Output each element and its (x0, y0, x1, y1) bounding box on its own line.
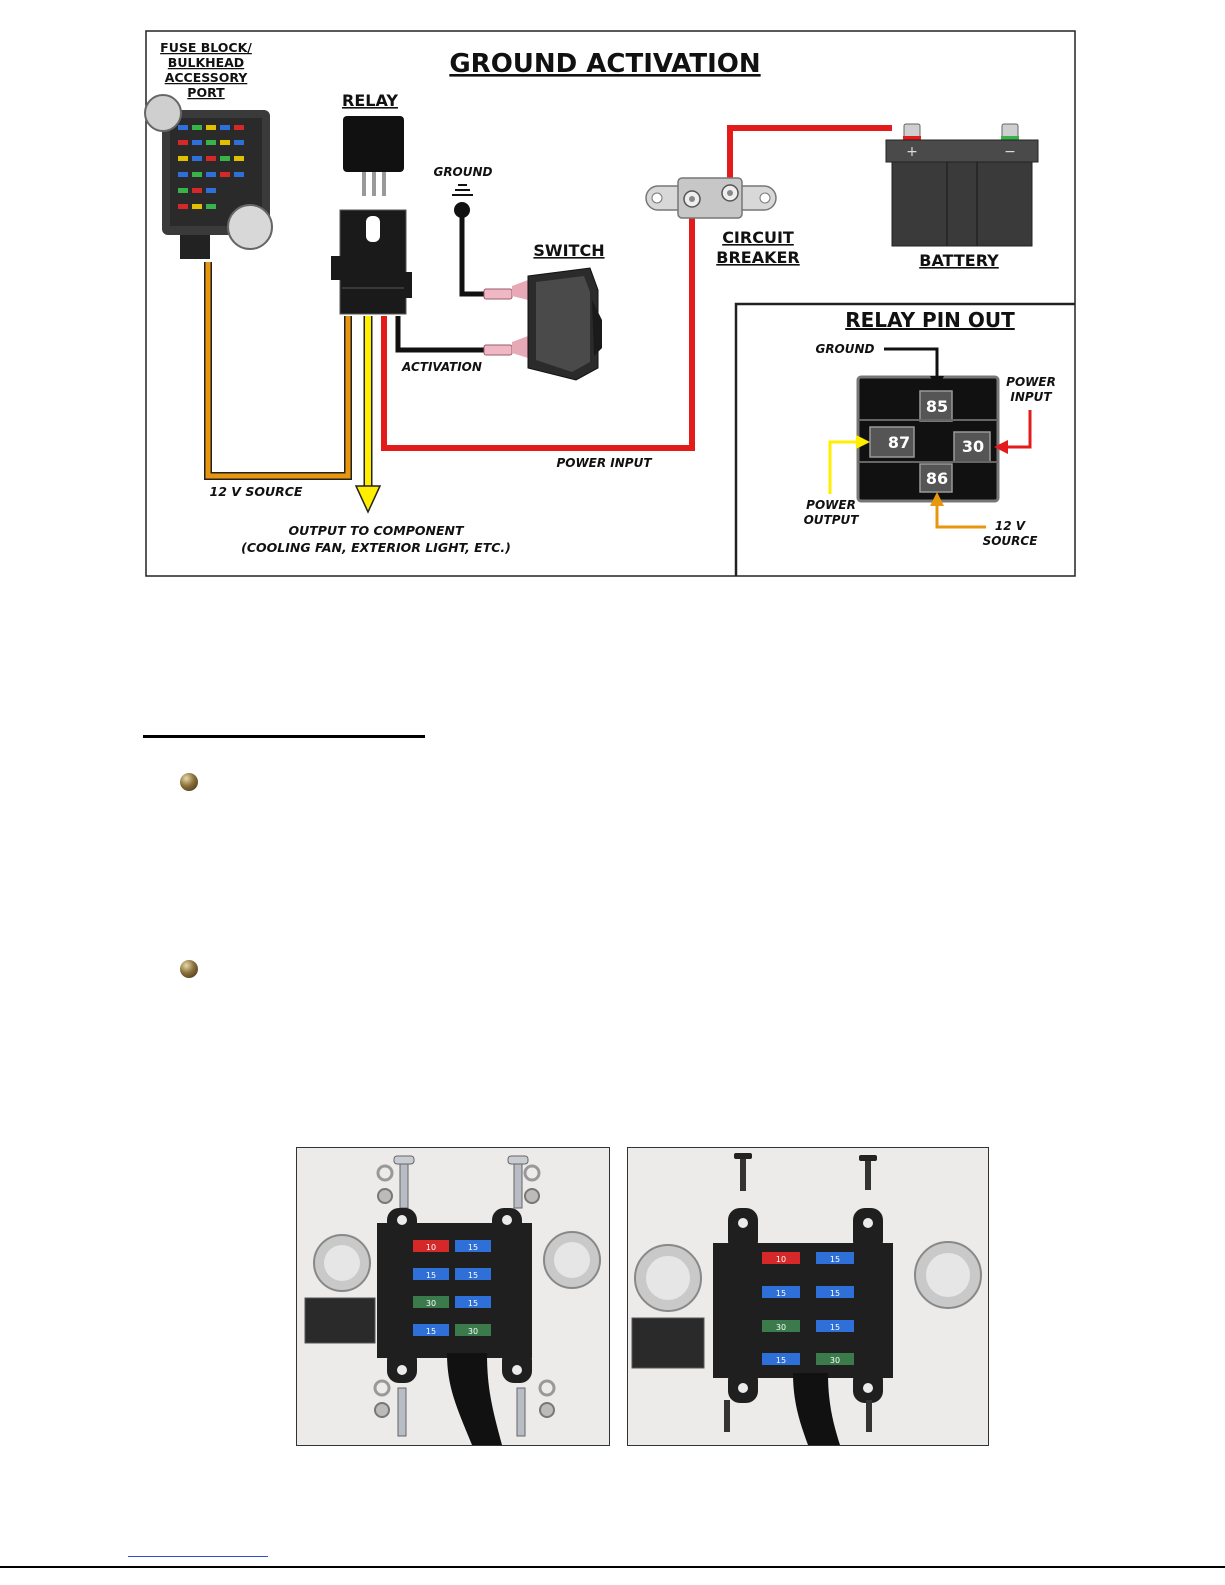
ground-label: GROUND (433, 165, 492, 179)
source-arrow (935, 504, 986, 529)
fuse-value: 15 (426, 1327, 436, 1336)
fuse-value: 30 (830, 1356, 840, 1365)
fuse-value: 15 (776, 1356, 786, 1365)
bullet-icon (180, 773, 198, 791)
orange-wire (205, 262, 351, 479)
black-wire-activation (395, 316, 486, 353)
battery-minus: − (1004, 144, 1016, 160)
fuse-block-label: FUSE BLOCK/ (160, 40, 252, 55)
red-wire (381, 212, 695, 451)
switch-label: SWITCH (533, 241, 604, 260)
fuse-block-label: ACCESSORY (165, 70, 249, 85)
pinout-frame (734, 302, 1075, 576)
source-label: 12 V SOURCE (210, 484, 303, 499)
circuit-breaker-icon (645, 177, 777, 219)
photo-fuse-block-bolts: 10 15 15 15 30 15 15 30 (296, 1147, 610, 1446)
battery-plus: + (906, 144, 918, 160)
ground-symbol-icon (452, 184, 473, 218)
fuse-value: 15 (830, 1255, 840, 1264)
battery-label: BATTERY (919, 251, 999, 270)
fuse-block-photo-icon: 10 15 15 15 30 15 15 30 (297, 1148, 609, 1445)
fuse-value: 15 (468, 1271, 478, 1280)
fuse-block-photo-icon: 10 15 15 15 30 15 15 30 (628, 1148, 988, 1445)
power-output-arrow (828, 440, 858, 494)
output-label: (COOLING FAN, EXTERIOR LIGHT, ETC.) (241, 540, 511, 555)
output-label: OUTPUT TO COMPONENT (288, 523, 464, 538)
fuse-block-icon (144, 94, 273, 259)
fuse-value: 30 (426, 1299, 436, 1308)
red-wire-battery (727, 125, 892, 185)
footer-link-underline (128, 1556, 268, 1557)
relay-socket-icon (856, 375, 1000, 503)
output-arrow (354, 485, 382, 514)
pinout-ground-label: GROUND (815, 342, 874, 356)
power-input-arrow (1006, 410, 1032, 449)
fuse-value: 15 (468, 1299, 478, 1308)
pin-label: 30 (962, 437, 984, 456)
bullet-icon (180, 960, 198, 978)
fuse-value: 15 (830, 1323, 840, 1332)
black-wire-ground (459, 215, 486, 297)
section-heading-underline (143, 735, 425, 738)
activation-label: ACTIVATION (401, 360, 482, 374)
fuse-value: 30 (776, 1323, 786, 1332)
footer-rule (0, 1566, 1225, 1568)
power-input-label: POWER INPUT (556, 456, 652, 470)
fuse-value: 15 (776, 1289, 786, 1298)
fuse-value: 10 (776, 1255, 786, 1264)
fuse-value: 15 (468, 1243, 478, 1252)
ground-arrow (884, 347, 939, 378)
fuse-value: 15 (426, 1271, 436, 1280)
circuit-breaker-label: BREAKER (716, 248, 799, 267)
pin-label: 86 (926, 469, 948, 488)
fuse-block-label: BULKHEAD (168, 55, 244, 70)
fuse-value: 15 (830, 1289, 840, 1298)
pinout-source-label: SOURCE (983, 534, 1039, 548)
pinout-source-label: 12 V (995, 519, 1027, 533)
pin-label: 87 (888, 433, 910, 452)
fuse-block-label: PORT (187, 85, 225, 100)
pinout-power-output-label: OUTPUT (804, 513, 860, 527)
diagram-title: GROUND ACTIVATION (449, 49, 760, 79)
battery-icon: + − (885, 123, 1039, 247)
pinout-title: RELAY PIN OUT (845, 308, 1015, 332)
fuse-value: 30 (468, 1327, 478, 1336)
fuse-value: 10 (426, 1243, 436, 1252)
pinout-power-input-label: POWER (1006, 375, 1056, 389)
relay-label: RELAY (342, 91, 398, 110)
rocker-switch-icon (483, 267, 602, 381)
wiring-diagram: GROUND ACTIVATION (144, 30, 1076, 577)
relay-icon (331, 116, 412, 315)
circuit-breaker-label: CIRCUIT (722, 228, 794, 247)
pinout-power-input-label: INPUT (1010, 390, 1052, 404)
pin-label: 85 (926, 397, 948, 416)
photo-fuse-block-screws: 10 15 15 15 30 15 15 30 (627, 1147, 989, 1446)
pinout-power-output-label: POWER (806, 498, 856, 512)
